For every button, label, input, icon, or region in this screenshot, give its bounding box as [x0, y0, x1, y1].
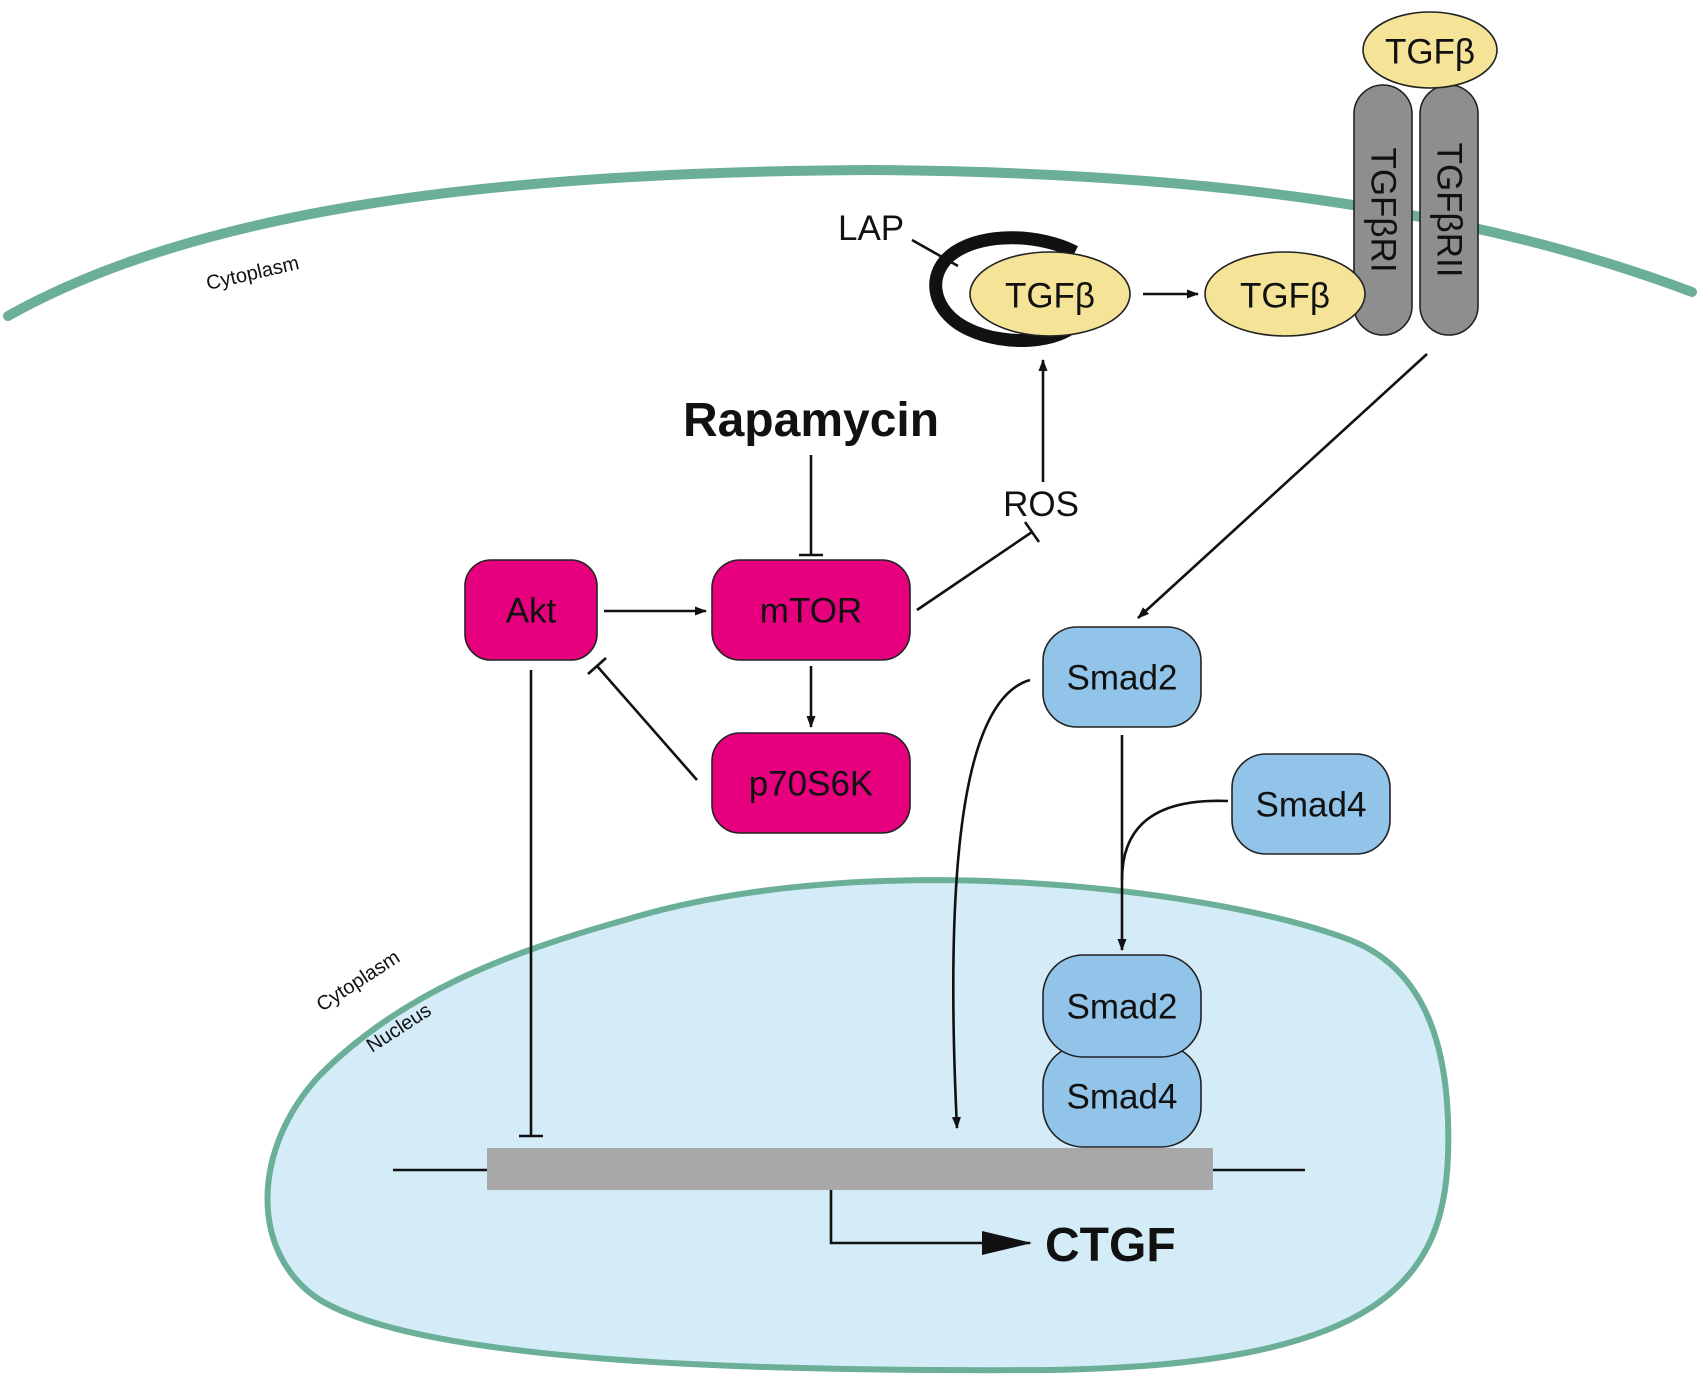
edges [519, 289, 1428, 1138]
ctgf-gene-region [487, 1148, 1213, 1190]
complex-smad2-node [1042, 954, 1202, 1058]
edge-ros-bar [1023, 521, 1041, 543]
tgfb-free-label: TGFβ [1240, 277, 1330, 316]
latent-tgfb-complex: TGFβ [929, 231, 1131, 347]
tgfbr1-receptor: TGFβRI [1353, 84, 1413, 336]
mtor-label: mTOR [760, 592, 862, 631]
transcription-arrow [829, 1190, 1032, 1255]
smad-complex: Smad2 Smad4 [1042, 954, 1202, 1148]
tgfb-ligand-label: TGFβ [1385, 33, 1475, 72]
tgfb-ligand-node: TGFβ [1362, 11, 1498, 89]
tgfbr2-receptor: TGFβRII [1419, 84, 1479, 336]
lap-ring [929, 231, 1083, 347]
complex-smad2-label: Smad2 [1067, 988, 1178, 1027]
edge-smad2-to-gene [951, 678, 1031, 1129]
smad4-label: Smad4 [1256, 786, 1367, 825]
edge-smad4-to-complex [1120, 799, 1229, 881]
tgfb-latent-label: TGFβ [1005, 277, 1095, 316]
ctgf-label: CTGF [1045, 1219, 1176, 1272]
ros-label: ROS [1003, 485, 1079, 524]
edge-p70s6k-inhibits-akt [596, 665, 698, 781]
tgfbr2-label: TGFβRII [1430, 143, 1469, 278]
edge-p70s6k-bar [587, 657, 607, 675]
edge-receptor-activates-smad2 [1137, 353, 1428, 619]
p70s6k-node: p70S6K [711, 732, 911, 834]
tgfbr1-label: TGFβRI [1364, 147, 1403, 272]
p70s6k-label: p70S6K [749, 765, 874, 804]
tgfb-latent-node [969, 251, 1131, 337]
lap-label: LAP [838, 209, 904, 248]
nucleus-envelope [264, 877, 1452, 1374]
akt-label: Akt [506, 592, 557, 631]
smad2-node: Smad2 [1042, 626, 1202, 728]
rapamycin-label: Rapamycin [683, 394, 939, 447]
smad2-label: Smad2 [1067, 659, 1178, 698]
smad4-node: Smad4 [1231, 753, 1391, 855]
complex-smad4-label: Smad4 [1067, 1078, 1178, 1117]
lap-pointer [911, 238, 959, 268]
cytoplasm-label-membrane: Cytoplasm [204, 252, 301, 295]
cytoplasm-label-nuclear: Cytoplasm [313, 946, 404, 1016]
akt-node: Akt [464, 559, 598, 661]
tgfb-free-node: TGFβ [1204, 251, 1366, 337]
edge-mtor-inhibits-ros [916, 530, 1033, 612]
mtor-node: mTOR [711, 559, 911, 661]
